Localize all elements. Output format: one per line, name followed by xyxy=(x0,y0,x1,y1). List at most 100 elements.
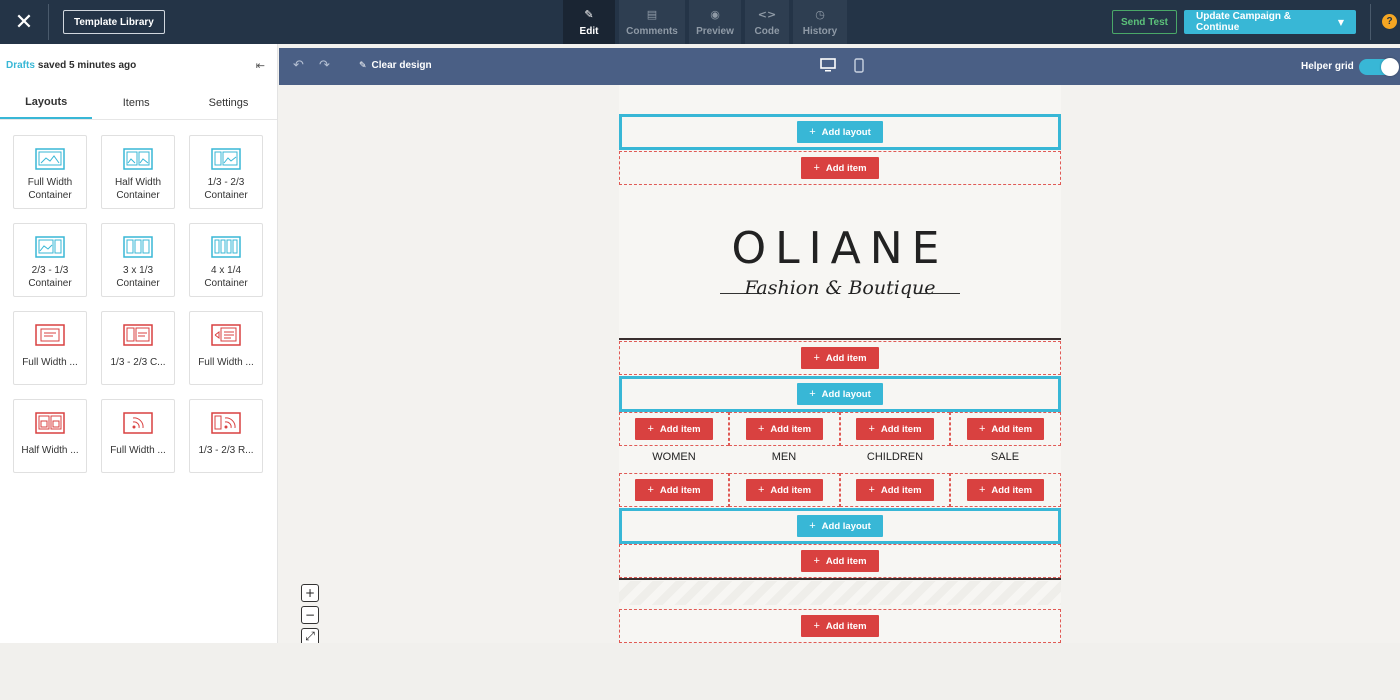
plus-icon: + xyxy=(647,423,654,435)
canvas-toolbar: ↶ ↷ ✎ Clear design Helper grid xyxy=(279,48,1400,85)
add-item-button[interactable]: +Add item xyxy=(801,157,879,179)
nav-link-children[interactable]: CHILDREN xyxy=(866,451,924,463)
zoom-in-button[interactable]: + xyxy=(301,584,319,602)
tab-label: Comments xyxy=(626,25,678,37)
drafts-link[interactable]: Drafts xyxy=(6,59,35,71)
add-item-button[interactable]: +Add item xyxy=(745,479,824,501)
tab-comments[interactable]: ▤ Comments xyxy=(619,0,685,44)
layout-card-label: 1/3 - 2/3 Container xyxy=(204,177,248,201)
tab-history[interactable]: ◷ History xyxy=(793,0,847,44)
plus-icon: + xyxy=(868,423,875,435)
add-item-button[interactable]: +Add item xyxy=(745,418,824,440)
tab-label: History xyxy=(802,25,838,37)
layout-card-full-width-text[interactable]: Full Width ... xyxy=(13,311,87,385)
close-icon[interactable]: ✕ xyxy=(14,9,34,35)
two-thirds-layout-icon xyxy=(35,236,65,258)
section-divider xyxy=(619,578,1061,580)
layout-card-one-third-two-thirds[interactable]: 1/3 - 2/3 Container xyxy=(189,135,263,209)
plus-icon: + xyxy=(813,620,820,632)
add-item-label: Add item xyxy=(825,162,867,174)
layout-card-two-thirds-one-third[interactable]: 2/3 - 1/3 Container xyxy=(13,223,87,297)
add-item-button[interactable]: +Add item xyxy=(801,550,879,572)
zoom-out-button[interactable]: − xyxy=(301,606,319,624)
layout-card-four-quarters[interactable]: 4 x 1/4 Container xyxy=(189,223,263,297)
help-icon[interactable]: ? xyxy=(1382,14,1397,29)
product-layout-icon xyxy=(35,412,65,434)
layout-card-label: Full Width ... xyxy=(22,357,78,368)
update-campaign-button[interactable]: Update Campaign & Continue ▼ xyxy=(1184,10,1356,34)
layout-card-label: 3 x 1/3 Container xyxy=(116,265,160,289)
item-drop-zone: +Add item xyxy=(619,544,1061,578)
undo-icon[interactable]: ↶ xyxy=(293,58,304,73)
add-item-button[interactable]: +Add item xyxy=(801,615,879,637)
footer-area xyxy=(0,643,1400,700)
tab-preview[interactable]: ◉ Preview xyxy=(689,0,741,44)
draft-status: Drafts saved 5 minutes ago xyxy=(0,44,277,86)
tab-settings[interactable]: Settings xyxy=(208,96,249,109)
collapse-sidebar-icon[interactable]: ⇤ xyxy=(255,59,265,72)
desktop-view-icon[interactable] xyxy=(820,58,836,73)
add-item-button[interactable]: + Add item xyxy=(856,418,934,440)
item-drop-zone: + Add item xyxy=(840,412,950,446)
redo-icon[interactable]: ↷ xyxy=(319,58,330,73)
sidebar: Drafts saved 5 minutes ago ⇤ Layouts Ite… xyxy=(0,44,278,643)
template-library-button[interactable]: Template Library xyxy=(63,10,165,34)
layout-card-full-width-article[interactable]: Full Width ... xyxy=(189,311,263,385)
add-item-button[interactable]: +Add item xyxy=(801,347,879,369)
plus-icon: + xyxy=(809,388,816,400)
toggle-knob xyxy=(1381,58,1399,76)
tab-code[interactable]: <> Code xyxy=(745,0,789,44)
one-third-layout-icon xyxy=(211,148,241,170)
plus-icon: + xyxy=(813,555,820,567)
add-layout-button[interactable]: +Add layout xyxy=(797,383,883,405)
helper-grid-label: Helper grid xyxy=(1301,61,1354,72)
add-layout-button[interactable]: + Add layout xyxy=(797,515,883,537)
layout-card-half-width-products[interactable]: Half Width ... xyxy=(13,399,87,473)
nav-link-women[interactable]: WOMEN xyxy=(652,451,696,463)
nav-link-men[interactable]: MEN xyxy=(771,451,797,463)
email-body: +Add layout +Add item OLIANE Fashion & B… xyxy=(619,85,1061,643)
half-width-layout-icon xyxy=(123,148,153,170)
tab-items[interactable]: Items xyxy=(122,96,150,109)
fit-screen-button[interactable]: ⤢ xyxy=(301,628,319,643)
add-item-button[interactable]: +Add item xyxy=(966,479,1045,501)
add-layout-button[interactable]: +Add layout xyxy=(797,121,883,143)
layout-card-label: 2/3 - 1/3 Container xyxy=(28,265,72,289)
add-item-button[interactable]: +Add item xyxy=(635,479,713,501)
top-bar: ✕ Template Library ✎ Edit ▤ Comments ◉ P… xyxy=(0,0,1400,44)
layout-card-three-thirds[interactable]: 3 x 1/3 Container xyxy=(101,223,175,297)
item-drop-zone: +Add item xyxy=(619,412,729,446)
section-divider xyxy=(619,338,1061,340)
eraser-icon: ✎ xyxy=(359,60,367,71)
add-item-button[interactable]: + Add item xyxy=(966,418,1045,440)
layout-card-full-width[interactable]: Full Width Container xyxy=(13,135,87,209)
layout-drop-zone: +Add layout xyxy=(619,114,1061,150)
tab-label: Code xyxy=(754,25,780,37)
add-layout-label: Add layout xyxy=(821,520,871,532)
layout-card-one-third-text[interactable]: 1/3 - 2/3 C... xyxy=(101,311,175,385)
mobile-view-icon[interactable] xyxy=(854,58,864,73)
layout-card-one-third-rss[interactable]: 1/3 - 2/3 R... xyxy=(189,399,263,473)
item-drop-zone: +Add item xyxy=(619,151,1061,185)
tab-edit[interactable]: ✎ Edit xyxy=(563,0,615,44)
divider xyxy=(48,4,49,40)
add-item-label: Add item xyxy=(825,352,867,364)
send-test-button[interactable]: Send Test xyxy=(1112,10,1177,34)
add-item-label: Add item xyxy=(991,423,1033,435)
plus-icon: + xyxy=(809,520,816,532)
chevron-down-icon[interactable]: ▼ xyxy=(1337,17,1345,27)
helper-grid-toggle[interactable] xyxy=(1359,58,1399,76)
clear-design-button[interactable]: ✎ Clear design xyxy=(359,60,432,71)
add-item-button[interactable]: +Add item xyxy=(635,418,713,440)
clear-design-label: Clear design xyxy=(371,60,432,71)
divider xyxy=(1370,4,1371,40)
tab-label: Edit xyxy=(579,25,599,37)
add-item-button[interactable]: +Add item xyxy=(856,479,934,501)
layout-card-full-width-rss[interactable]: Full Width ... xyxy=(101,399,175,473)
add-item-label: Add item xyxy=(880,423,922,435)
nav-link-sale[interactable]: SALE xyxy=(990,451,1020,463)
plus-icon: + xyxy=(978,423,986,435)
layout-card-half-width[interactable]: Half Width Container xyxy=(101,135,175,209)
layout-card-label: Full Width ... xyxy=(110,445,166,456)
tab-layouts[interactable]: Layouts xyxy=(0,86,93,119)
